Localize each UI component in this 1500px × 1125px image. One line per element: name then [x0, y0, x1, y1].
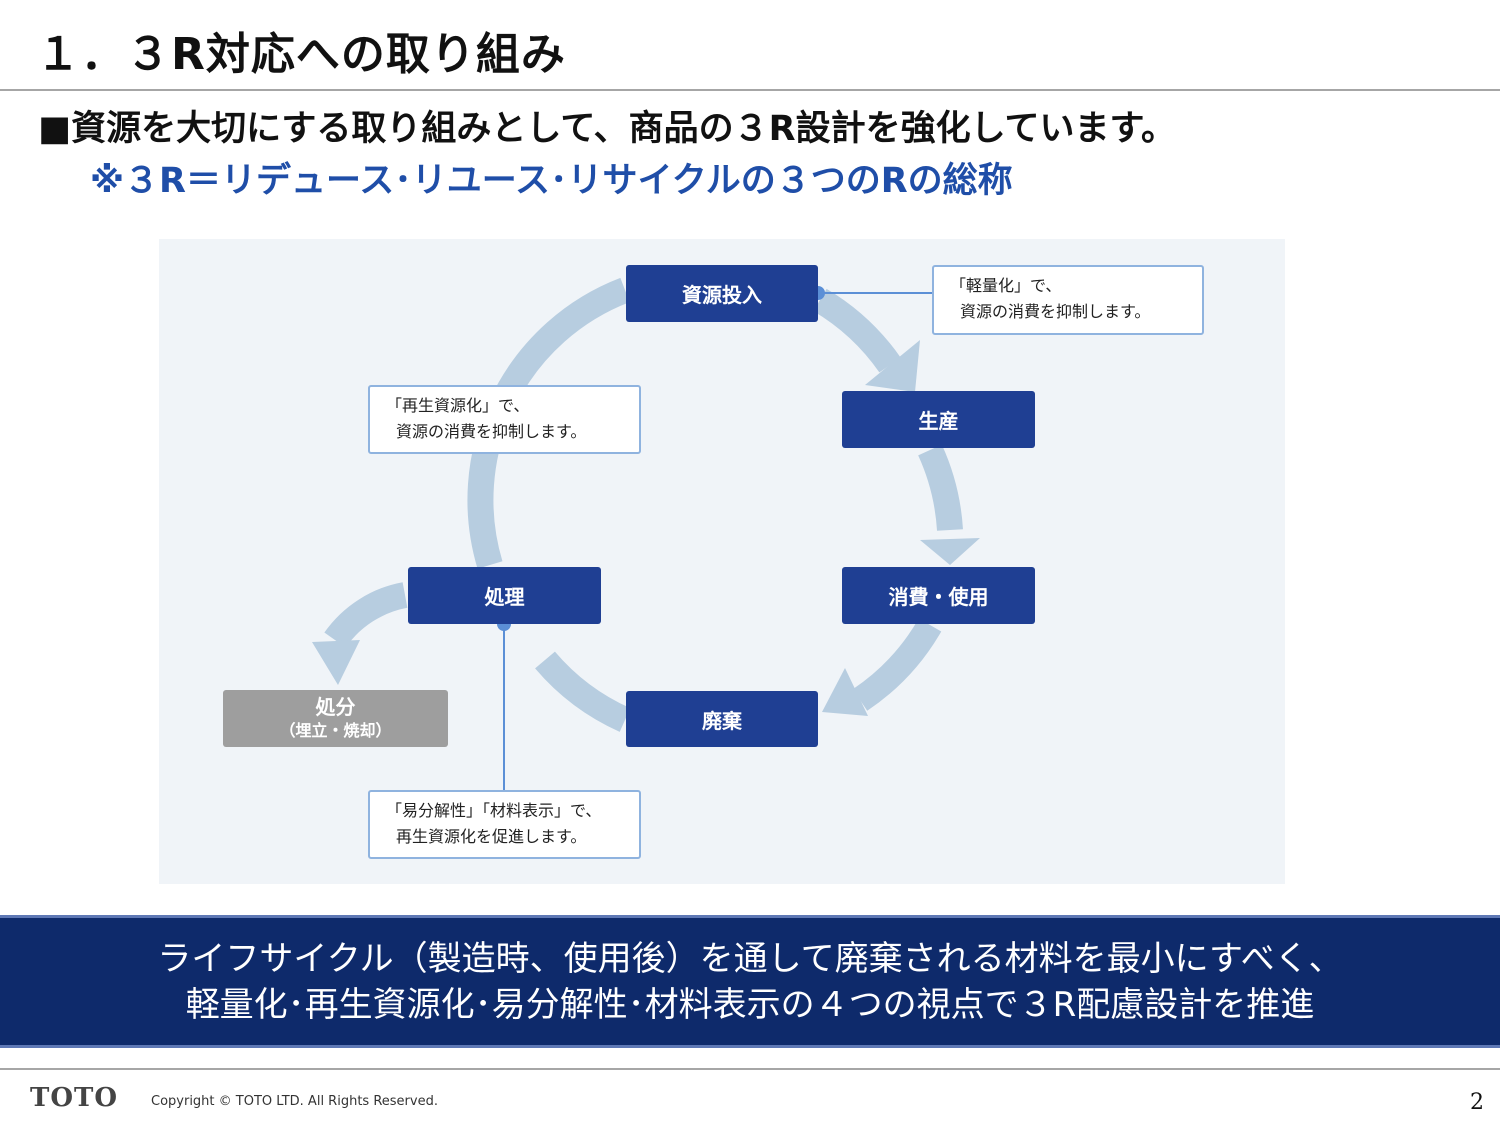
copyright-text: Copyright © TOTO LTD. All Rights Reserve…: [151, 1094, 438, 1109]
final-disposal-sublabel: （埋立・焼却）: [279, 720, 392, 740]
node-waste: 廃棄: [626, 691, 818, 747]
note-lightweight: 「軽量化」で、 資源の消費を抑制します。: [932, 265, 1204, 335]
toto-logo: TOTO: [30, 1083, 118, 1113]
note-disassembly: 「易分解性」「材料表示」で、 再生資源化を促進します。: [368, 790, 641, 859]
arrowhead-production: [865, 340, 920, 392]
arc-treatment-to-final: [324, 582, 408, 648]
lifecycle-diagram: [159, 239, 1285, 884]
arc-production-to-use: [918, 444, 963, 532]
note-lightweight-line2: 資源の消費を抑制します。: [960, 302, 1151, 321]
page-number: 2: [1470, 1090, 1484, 1115]
footer-divider: [0, 1068, 1500, 1070]
note-disassembly-line1: 「易分解性」「材料表示」で、: [386, 801, 602, 820]
final-disposal-label: 処分: [315, 694, 356, 719]
node-treatment: 処理: [408, 567, 601, 624]
banner-line1: ライフサイクル（製造時、使用後）を通して廃棄される材料を最小にすべく、: [157, 939, 1343, 979]
arc-input-to-production: [813, 288, 901, 373]
subline-3r-definition: ※３R＝リデュース･リユース･リサイクルの３つのRの総称: [90, 161, 1013, 201]
node-production: 生産: [842, 391, 1035, 448]
note-disassembly-line2: 再生資源化を促進します。: [396, 827, 587, 846]
note-lightweight-line1: 「軽量化」で、: [950, 276, 1062, 295]
node-resource-input: 資源投入: [626, 265, 818, 322]
note-recycle-line2: 資源の消費を抑制します。: [396, 422, 587, 441]
arc-use-to-waste: [852, 618, 942, 711]
headline: ■資源を大切にする取り組みとして、商品の３R設計を強化しています。: [38, 109, 1177, 149]
note-recycle: 「再生資源化」で、 資源の消費を抑制します。: [368, 385, 641, 454]
slide-title: １．３R対応への取り組み: [36, 29, 566, 80]
arrowhead-waste: [822, 668, 868, 716]
arrowhead-final: [312, 640, 360, 685]
arc-waste-to-treatment: [535, 651, 631, 732]
arrowhead-use: [920, 538, 980, 565]
title-divider: [0, 89, 1500, 91]
node-consumption-use: 消費・使用: [842, 567, 1035, 624]
node-final-disposal: 処分 （埋立・焼却）: [223, 690, 448, 747]
note-recycle-line1: 「再生資源化」で、: [386, 396, 530, 415]
banner-line2: 軽量化･再生資源化･易分解性･材料表示の４つの視点で３R配慮設計を推進: [185, 985, 1315, 1025]
summary-banner: ライフサイクル（製造時、使用後）を通して廃棄される材料を最小にすべく、 軽量化･…: [0, 915, 1500, 1048]
